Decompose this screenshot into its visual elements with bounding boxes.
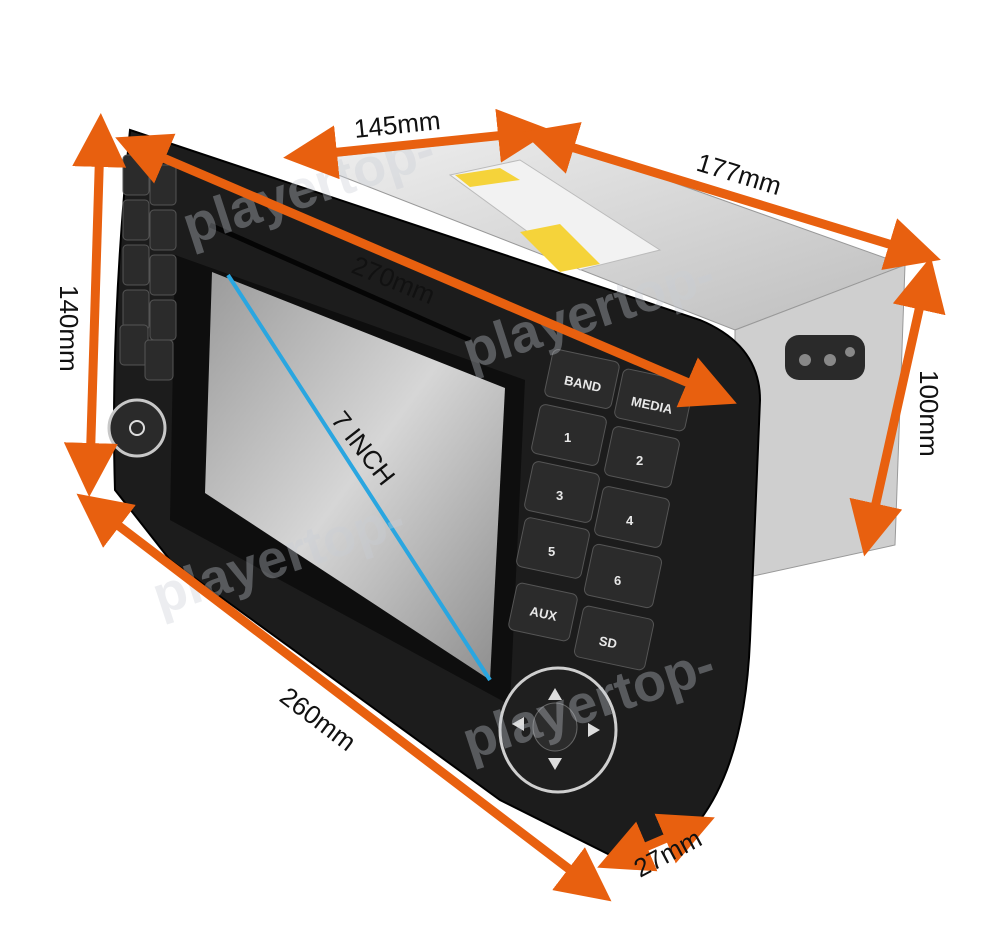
left-button-10[interactable] (144, 339, 174, 381)
face-diagonal-arrow (115, 133, 737, 408)
height-label: 140mm (54, 285, 84, 372)
preset-label-3: 3 (556, 488, 563, 503)
left-button-1[interactable] (122, 154, 150, 196)
left-button-6[interactable] (149, 254, 177, 296)
power-icon (129, 420, 145, 436)
bottom-width-label: 260mm (274, 681, 361, 757)
power-volume-knob[interactable] (107, 398, 167, 458)
dimension-arrows (63, 108, 946, 902)
left-button-5[interactable] (122, 244, 150, 286)
left-button-8[interactable] (149, 299, 177, 341)
box-height-arrow (849, 256, 946, 557)
mounting-bracket (785, 335, 865, 380)
preset-button-2[interactable] (604, 425, 681, 488)
left-button-2[interactable] (149, 164, 177, 206)
left-button-3[interactable] (122, 199, 150, 241)
box-height-label: 100mm (914, 370, 944, 457)
preset-label-4: 4 (626, 513, 634, 528)
thickness-arrow (597, 813, 715, 872)
height-arrow (63, 113, 127, 497)
preset-label-5: 5 (548, 544, 555, 559)
left-button-9[interactable] (119, 324, 149, 366)
preset-button-1[interactable] (531, 403, 608, 466)
left-button-4[interactable] (149, 209, 177, 251)
bottom-width-arrow (76, 493, 612, 902)
preset-label-2: 2 (636, 453, 643, 468)
left-button-7[interactable] (122, 289, 150, 331)
preset-label-1: 1 (564, 430, 571, 445)
preset-label-6: 6 (614, 573, 621, 588)
